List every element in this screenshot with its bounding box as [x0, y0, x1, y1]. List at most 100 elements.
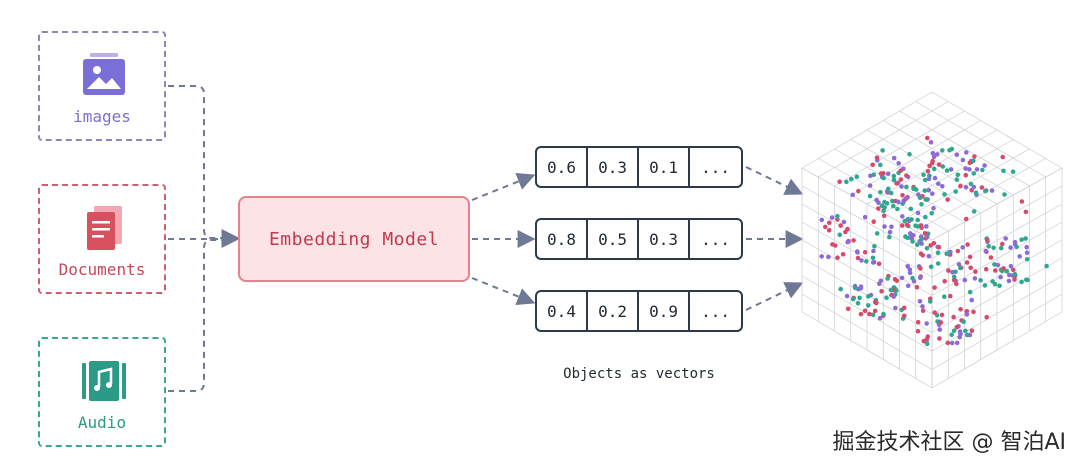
- embedding-point: [1000, 154, 1005, 160]
- embedding-point: [971, 309, 976, 315]
- embedding-point: [995, 262, 1001, 268]
- embedding-point: [880, 148, 885, 153]
- embedding-point: [940, 184, 945, 189]
- embedding-point: [942, 294, 947, 300]
- embedding-point: [879, 289, 884, 294]
- embedding-point: [942, 279, 947, 284]
- embedding-point: [942, 192, 947, 197]
- embedding-point: [951, 277, 957, 283]
- embedding-point: [881, 213, 887, 219]
- embedding-point: [867, 183, 873, 188]
- embedding-point: [983, 248, 989, 254]
- embedding-point: [921, 338, 927, 344]
- embedding-point: [881, 175, 886, 181]
- cube-grid-line: [915, 101, 1046, 178]
- embedding-point: [915, 210, 921, 216]
- embedding-point: [940, 148, 945, 153]
- embedding-point: [819, 254, 824, 259]
- embedding-point: [967, 332, 973, 338]
- embedding-point: [1023, 209, 1029, 215]
- connector-images-to-model: [168, 85, 240, 247]
- embedding-point: [872, 243, 877, 249]
- embedding-point: [955, 172, 961, 178]
- embedding-point: [988, 255, 994, 260]
- embedding-point: [958, 265, 963, 271]
- embedding-point: [1024, 257, 1030, 262]
- cube-grid-line: [801, 203, 933, 278]
- source-label-images: images: [73, 107, 131, 126]
- image-icon: [83, 53, 125, 95]
- embedding-point: [866, 294, 871, 299]
- embedding-point: [1008, 263, 1014, 269]
- embedding-point: [907, 270, 913, 276]
- embedding-point: [850, 192, 855, 198]
- embedding-point: [826, 254, 831, 260]
- embedding-point: [876, 200, 881, 205]
- cube-grid-line: [883, 120, 1014, 196]
- embedding-point: [855, 300, 861, 306]
- embedding-point: [953, 189, 958, 194]
- embedding-point: [854, 249, 860, 254]
- embedding-point: [899, 223, 905, 228]
- embedding-point: [867, 311, 872, 317]
- vector-cell: 0.5: [588, 220, 640, 258]
- embedding-point: [1019, 279, 1024, 285]
- embedding-point: [1014, 244, 1019, 250]
- embedding-point: [1006, 278, 1012, 284]
- embedding-point: [945, 197, 950, 202]
- embedding-point: [827, 220, 832, 226]
- embedding-point: [905, 264, 910, 269]
- embedding-point: [1017, 254, 1022, 259]
- vectors-caption: Objects as vectors: [563, 366, 715, 382]
- embedding-point: [937, 336, 942, 341]
- embedding-point: [870, 255, 876, 261]
- embedding-point: [931, 154, 937, 160]
- embedding-point: [837, 232, 843, 238]
- embedding-point: [1025, 277, 1030, 283]
- embedding-point: [915, 328, 921, 334]
- embedding-point: [964, 260, 970, 265]
- embedding-point: [973, 190, 979, 196]
- embedding-point: [971, 158, 976, 164]
- embedding-point: [927, 299, 933, 304]
- embedding-point: [1023, 236, 1028, 241]
- vector-cell: ...: [701, 157, 730, 177]
- embedding-point: [944, 168, 950, 173]
- embedding-point: [888, 287, 894, 293]
- embedding-point: [888, 190, 894, 196]
- embedding-point: [927, 163, 932, 169]
- embedding-point: [951, 328, 957, 334]
- embedding-point: [885, 276, 890, 281]
- embedding-point: [967, 254, 973, 260]
- vector-cell: 0.6: [537, 148, 589, 186]
- embedding-point: [949, 340, 955, 346]
- embedding-point: [835, 213, 840, 219]
- embedding-point: [991, 245, 996, 251]
- embedding-point: [841, 219, 847, 225]
- embedding-point: [830, 242, 835, 247]
- embedding-point: [962, 277, 968, 283]
- source-documents-box: Documents: [38, 184, 166, 294]
- embedding-point: [954, 152, 960, 157]
- embedding-point: [923, 214, 928, 220]
- embedding-point: [930, 150, 936, 156]
- embedding-point: [893, 305, 898, 311]
- embedding-point: [920, 304, 925, 309]
- embedding-point: [948, 167, 954, 172]
- cube-grid-line: [915, 158, 1046, 232]
- embedding-point: [1008, 245, 1013, 250]
- embedding-point: [980, 167, 985, 173]
- embedding-point: [878, 171, 884, 176]
- embedding-point: [935, 250, 941, 255]
- embedding-point: [938, 320, 944, 325]
- vector-cell: 0.3: [588, 148, 640, 186]
- vector-cell: 0.3: [639, 220, 691, 258]
- embedding-point: [876, 261, 882, 267]
- embedding-point: [876, 206, 881, 211]
- embedding-point: [928, 243, 933, 248]
- embedding-point: [920, 253, 925, 258]
- embedding-point: [845, 239, 850, 245]
- embedding-point: [954, 177, 960, 182]
- embedding-point: [882, 224, 887, 229]
